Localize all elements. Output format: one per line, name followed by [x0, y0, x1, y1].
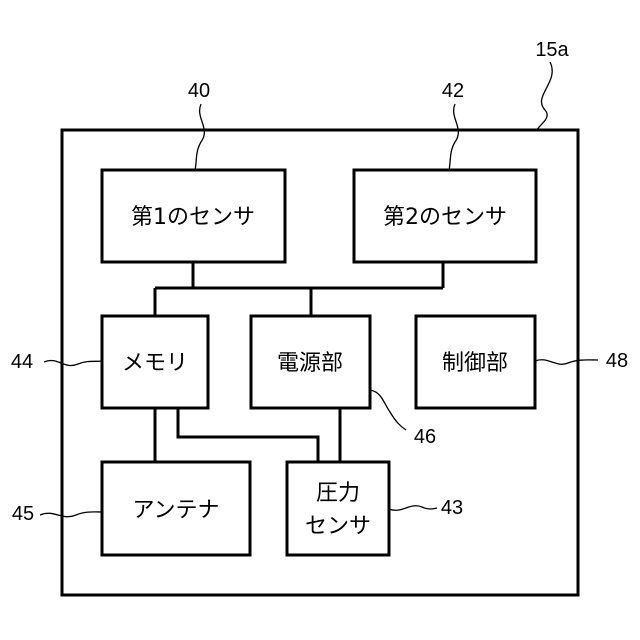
- second-sensor-ref-number: 42: [442, 80, 464, 102]
- pressure-sensor-label-line1: 圧力: [316, 481, 360, 506]
- control-unit-label: 制御部: [442, 351, 508, 376]
- first-sensor-ref-number: 40: [188, 80, 210, 102]
- memory-label: メモリ: [122, 351, 188, 376]
- device-ref-leader: [537, 62, 552, 130]
- pressure-sensor-label-line2: センサ: [305, 514, 371, 539]
- first-sensor-label: 第1のセンサ: [131, 205, 255, 230]
- device-ref-number: 15a: [535, 39, 569, 61]
- memory-ref-number: 44: [11, 351, 33, 373]
- power-unit-label: 電源部: [277, 351, 343, 376]
- antenna-ref-number: 45: [12, 503, 34, 525]
- pressure-ref-number: 43: [441, 497, 463, 519]
- antenna-label: アンテナ: [132, 498, 219, 523]
- control-ref-number: 48: [606, 350, 628, 372]
- pressure-sensor-block: [287, 462, 389, 555]
- second-sensor-label: 第2のセンサ: [383, 205, 507, 230]
- power-ref-number: 46: [414, 426, 436, 448]
